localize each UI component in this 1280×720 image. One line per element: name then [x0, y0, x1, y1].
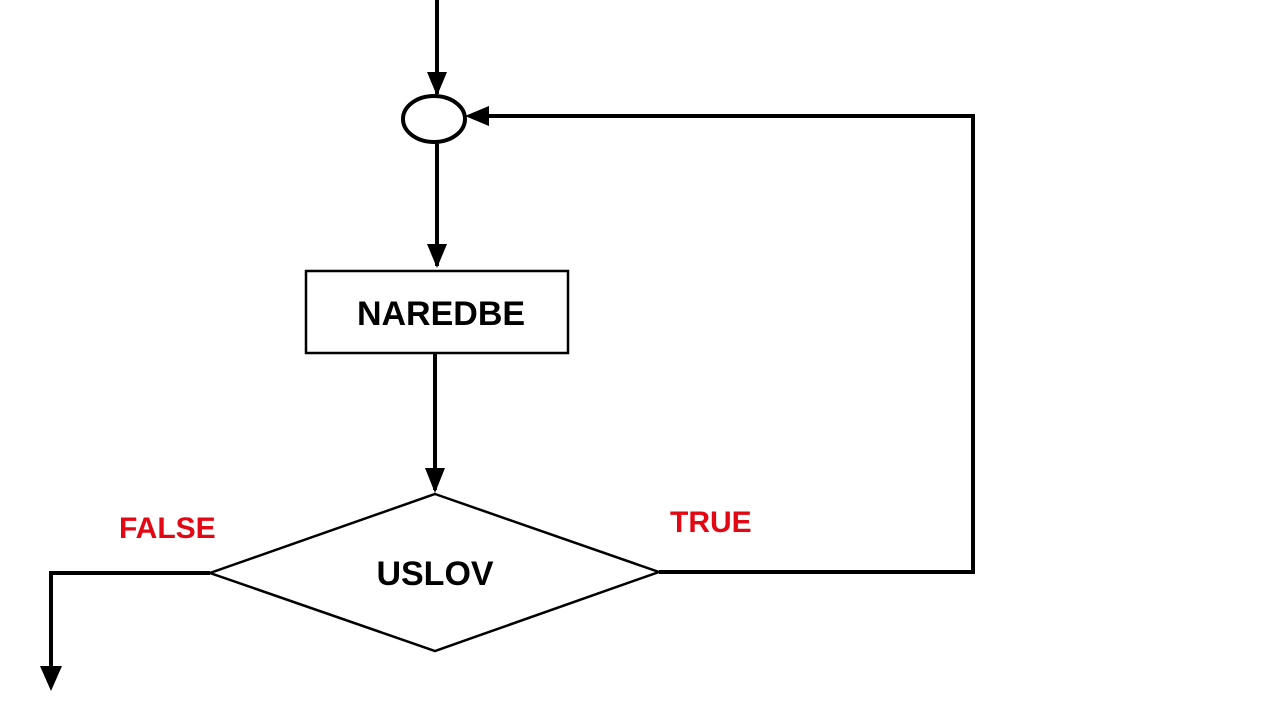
- decision-diamond: [206, 492, 663, 653]
- decision-label: USLOV: [376, 555, 493, 593]
- process-to-decision-arrowhead: [425, 468, 445, 493]
- entry-arrowhead: [427, 72, 447, 96]
- process-box: [304, 269, 570, 355]
- false-branch-label: FALSE: [119, 512, 216, 545]
- true-branch-label: TRUE: [670, 506, 752, 539]
- process-label: NAREDBE: [357, 295, 525, 333]
- junction-connector: [401, 94, 467, 144]
- true-branch-arrowhead: [465, 106, 489, 126]
- false-branch-arrowhead: [40, 666, 62, 691]
- connector-to-process-arrowhead: [427, 244, 447, 268]
